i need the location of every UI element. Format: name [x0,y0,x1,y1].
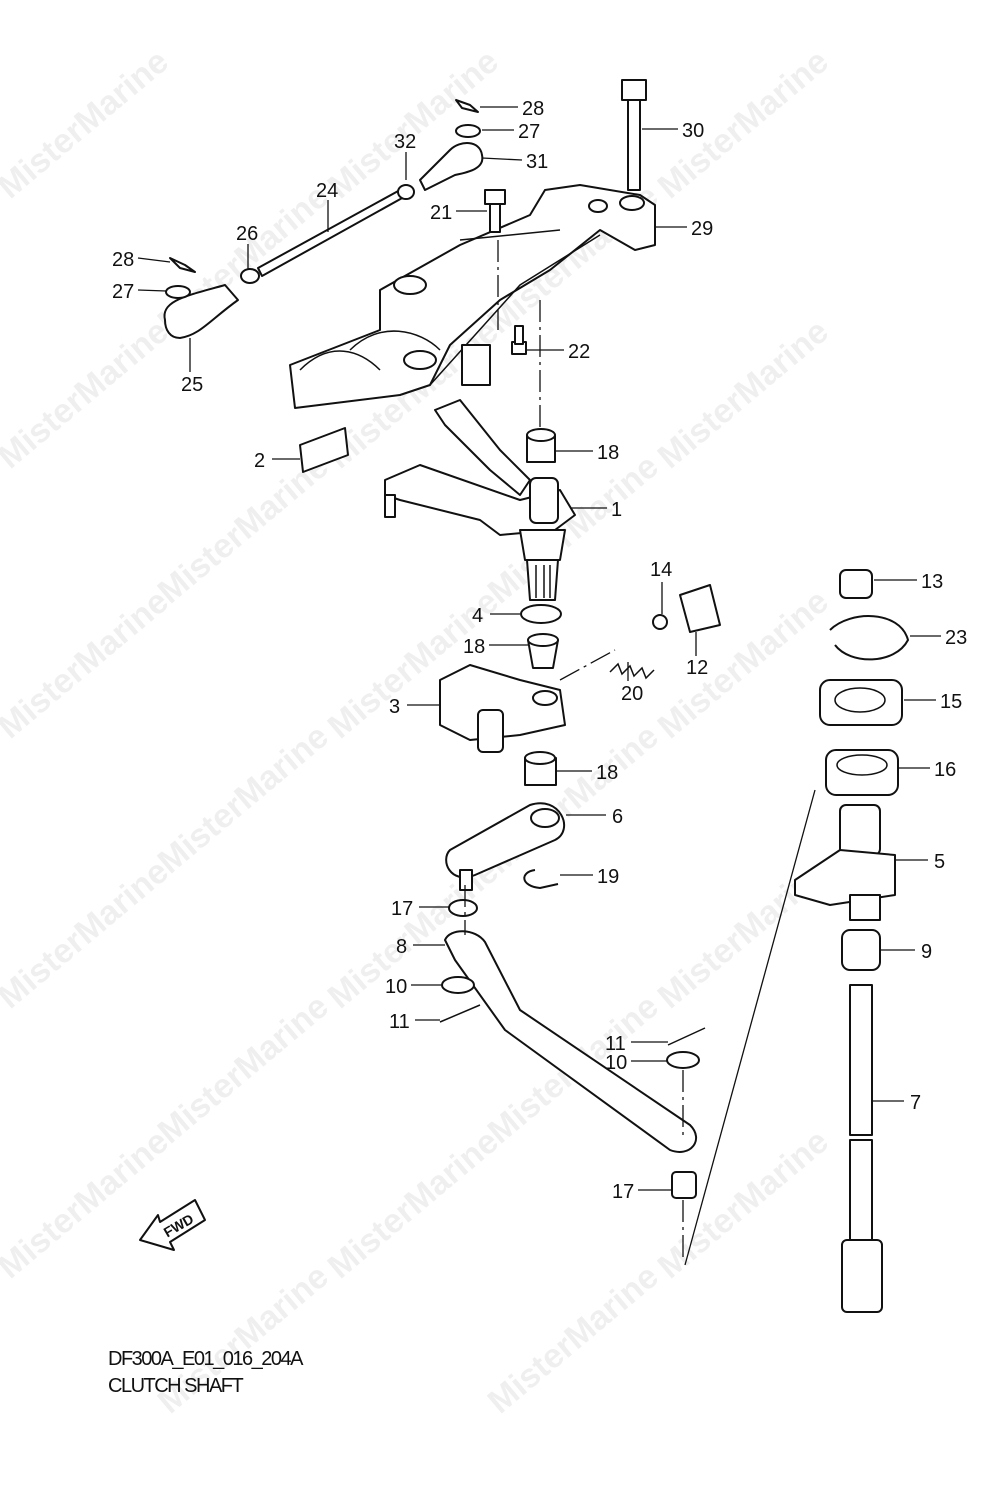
washer-part-10b [666,1051,700,1069]
callout-number: 17 [612,1181,634,1203]
watermark-text: MisterMarine [481,1257,666,1421]
callout-number: 22 [568,341,590,363]
watermark-text: MisterMarine [651,582,836,746]
callout-number: 6 [612,806,623,828]
callout-number: 14 [650,559,672,581]
bushings-part-18 [524,428,559,786]
sleeve-part-12 [679,584,721,633]
forward-arrow-icon: FWD [139,1199,206,1251]
callout-number: 18 [596,762,618,784]
link-part-8 [444,930,697,1153]
callout-number: 9 [921,941,932,963]
callout-number: 29 [691,218,713,240]
diagram-code: DF300A_E01_016_204A [108,1348,303,1370]
callout-number: 3 [389,696,400,718]
callout-number: 13 [921,571,943,593]
callout-number: 28 [522,98,544,120]
watermark-text: MisterMarine [151,987,336,1151]
cam-block-part-3 [439,664,566,753]
callout-number: 8 [396,936,407,958]
callout-number: 23 [945,627,967,649]
bushing-part-17b [671,1171,697,1199]
watermark-text: MisterMarine [0,582,176,746]
shift-bracket-part-29 [289,184,656,409]
center-lines [464,240,684,1260]
watermark-text: MisterMarine [651,312,836,476]
bushing-part-17 [448,899,478,917]
callout-number: 12 [686,657,708,679]
callout-number: 19 [597,866,619,888]
watermark-text: MisterMarine [0,852,176,1016]
callout-number: 26 [236,223,258,245]
callout-leader [137,257,171,263]
watermark-text: MisterMarine [0,312,176,476]
callout-number: 16 [934,759,956,781]
callout-number: 17 [391,898,413,920]
callout-leader [137,289,167,292]
callout-number: 10 [385,976,407,998]
callout-number: 18 [463,636,485,658]
callout-number: 5 [934,851,945,873]
callout-number: 24 [316,180,338,202]
callout-number: 27 [518,121,540,143]
callout-number: 1 [611,499,622,521]
lever-part-6 [445,802,566,891]
callout-number: 4 [472,605,483,627]
shift-lever-part-1 [384,399,576,601]
right-shaft-assembly [684,569,909,1313]
rod-part-24 [163,99,484,339]
clip-part-2 [299,427,349,473]
callout-number: 10 [605,1052,627,1074]
circlip-part-19 [523,869,559,889]
callout-number: 11 [389,1011,410,1033]
cotter-pin-part-11b [667,1027,706,1046]
watermark-text: MisterMarine [651,42,836,206]
cotter-pin-part-11 [439,1004,481,1023]
callout-number: 15 [940,691,962,713]
callout-number: 30 [682,120,704,142]
watermark-text: MisterMarine [321,42,506,206]
callout-number: 11 [605,1033,626,1055]
callout-number: 31 [526,151,548,173]
callout-number: 18 [597,442,619,464]
callout-number: 32 [394,131,416,153]
spring-part-20 [609,662,655,680]
callout-number: 2 [254,450,265,472]
washer-part-10 [441,976,475,994]
callout-number: 25 [181,374,203,396]
ball-part-14 [652,614,668,630]
watermark-text: MisterMarine [321,1122,506,1286]
washer-part-4 [520,604,562,624]
watermark-text: MisterMarine [151,447,336,611]
callout-leader [481,157,523,161]
callout-number: 28 [112,249,134,271]
diagram-title: CLUTCH SHAFT [108,1375,244,1397]
callout-number: 7 [910,1092,921,1114]
watermark-text: MisterMarine [0,42,176,206]
callout-number: 20 [621,683,643,705]
watermark-text: MisterMarine [151,717,336,881]
watermark-text: MisterMarine [0,1122,176,1286]
callout-number: 27 [112,281,134,303]
bolts-parts-30-21-22 [484,79,647,355]
callout-number: 21 [430,202,452,224]
